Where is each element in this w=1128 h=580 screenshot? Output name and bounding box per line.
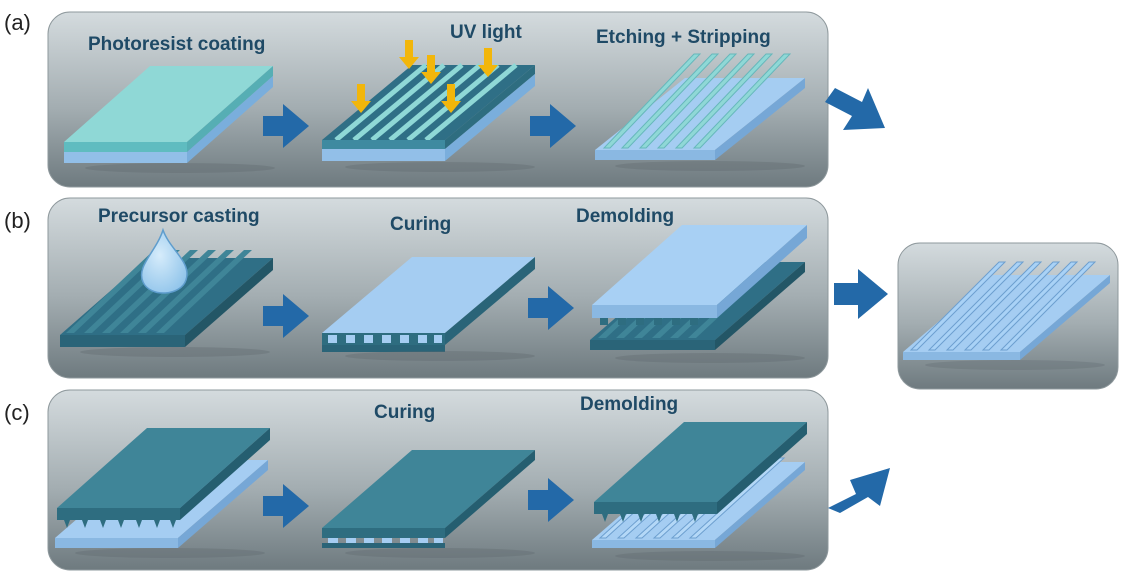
process-arrow-icon [263,294,309,338]
cured-replica-b [322,257,535,361]
panel-c: (c) Curing Demolding [4,389,890,571]
cured-replica-c [322,450,535,558]
process-arrow-icon [530,104,576,148]
etched-master [595,53,805,171]
uv-arrow-icon [399,40,419,69]
uv-arrow-icon [421,55,441,84]
precursor-droplet-icon [140,227,188,294]
process-arrow-icon [528,478,574,522]
label-curing-c: Curing [374,402,435,423]
panel-a-letter: (a) [4,10,31,35]
photoresist-coated-slab [64,66,275,173]
final-patterned-film [903,261,1110,370]
uv-arrow-icon [478,48,498,77]
panel-a: (a) Photoresist coating UV light Etching… [4,10,885,188]
panel-b-letter: (b) [4,208,31,233]
flow-arrow-right-icon [834,269,888,319]
label-uv-light: UV light [450,22,522,43]
uv-light-arrows [351,40,498,113]
process-arrow-icon [263,104,309,148]
process-arrow-icon [263,484,309,528]
demolding-b [590,225,807,363]
flow-arrow-down-right-icon [825,88,885,130]
label-curing-b: Curing [390,214,451,235]
panel-b: (b) Precursor casting Curing Demolding [4,197,888,379]
flow-arrow-up-right-icon [828,468,890,513]
label-photoresist-coating: Photoresist coating [88,34,265,55]
stamp-and-substrate [55,428,270,558]
label-demolding-c: Demolding [580,394,678,415]
result-panel [897,242,1119,390]
uv-arrow-icon [441,84,461,113]
panel-c-letter: (c) [4,400,30,425]
label-precursor-casting: Precursor casting [98,206,260,227]
label-etching-stripping: Etching + Stripping [596,27,771,48]
label-demolding-b: Demolding [576,206,674,227]
uv-arrow-icon [351,84,371,113]
process-arrow-icon [528,286,574,330]
demolding-c [592,422,807,561]
